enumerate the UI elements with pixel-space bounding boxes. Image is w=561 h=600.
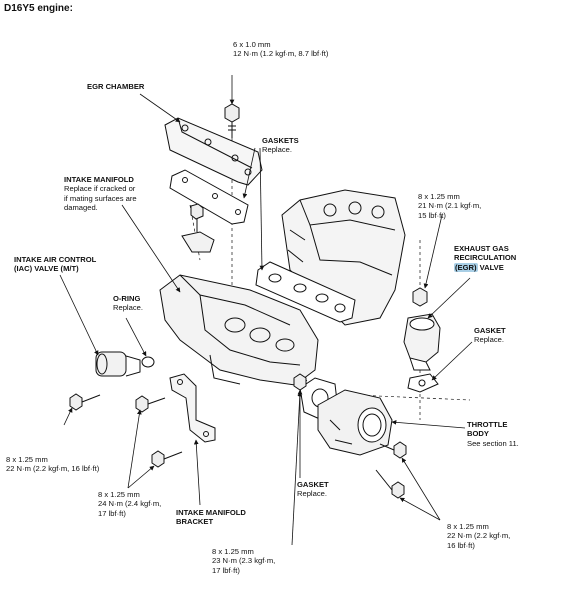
bracket-bolt-1 bbox=[135, 395, 166, 413]
iac-valve-label: INTAKE AIR CONTROL (IAC) VALVE (M/T) bbox=[14, 255, 97, 274]
throttle-body-label: THROTTLE BODY See section 11. bbox=[467, 420, 519, 448]
intake-manifold-bracket-part bbox=[169, 373, 216, 443]
bolt-top-label: 6 x 1.0 mm 12 N·m (1.2 kgf·m, 8.7 lbf·ft… bbox=[233, 40, 329, 59]
manifold-gasket-part bbox=[255, 261, 356, 323]
page-title: D16Y5 engine: bbox=[4, 3, 73, 14]
throttle-body-part bbox=[317, 389, 393, 456]
bottom-nut-part bbox=[293, 373, 307, 391]
egr-chamber-part bbox=[164, 117, 263, 186]
egr-valve-part bbox=[403, 313, 441, 371]
throttle-bolt-2 bbox=[375, 469, 405, 499]
egr-valve-label: EXHAUST GAS RECIRCULATION (EGR) VALVE bbox=[454, 244, 517, 272]
gasket-right-label: GASKET Replace. bbox=[474, 326, 506, 345]
egr-highlight: (EGR) bbox=[454, 262, 478, 272]
bottom-bolt-label: 8 x 1.25 mm 23 N·m (2.3 kgf·m, 17 lbf·ft… bbox=[212, 547, 276, 575]
bracket-bolt-label: 8 x 1.25 mm 24 N·m (2.4 kgf·m, 17 lbf·ft… bbox=[98, 490, 162, 518]
bracket-label: INTAKE MANIFOLD BRACKET bbox=[176, 508, 246, 527]
egr-gasket-bottom-part bbox=[407, 373, 439, 393]
egr-chamber-label: EGR CHAMBER bbox=[87, 82, 145, 91]
egr-bolt-label: 8 x 1.25 mm 21 N·m (2.1 kgf·m, 15 lbf·ft… bbox=[418, 192, 482, 220]
left-bolt-label: 8 x 1.25 mm 22 N·m (2.2 kgf·m, 16 lbf·ft… bbox=[6, 455, 100, 474]
gaskets-label: GASKETS Replace. bbox=[262, 136, 299, 155]
stud-part bbox=[181, 203, 215, 253]
o-ring-label: O-RING Replace. bbox=[113, 294, 143, 313]
intake-manifold-label: INTAKE MANIFOLD Replace if cracked or if… bbox=[64, 175, 137, 213]
gasket-bottom-label: GASKET Replace. bbox=[297, 480, 329, 499]
o-ring-part bbox=[141, 356, 155, 368]
throttle-bolt-1 bbox=[379, 441, 407, 459]
iac-valve-part bbox=[95, 351, 141, 377]
right-bolt-label: 8 x 1.25 mm 22 N·m (2.2 kgf·m, 16 lbf·ft… bbox=[447, 522, 511, 550]
egr-nut-part bbox=[412, 287, 428, 307]
top-bolt-part bbox=[224, 103, 240, 138]
leader-lines bbox=[59, 75, 473, 546]
left-bolt-part bbox=[69, 393, 101, 411]
egr-gasket-part bbox=[169, 169, 249, 225]
bracket-bolt-2 bbox=[151, 450, 183, 468]
